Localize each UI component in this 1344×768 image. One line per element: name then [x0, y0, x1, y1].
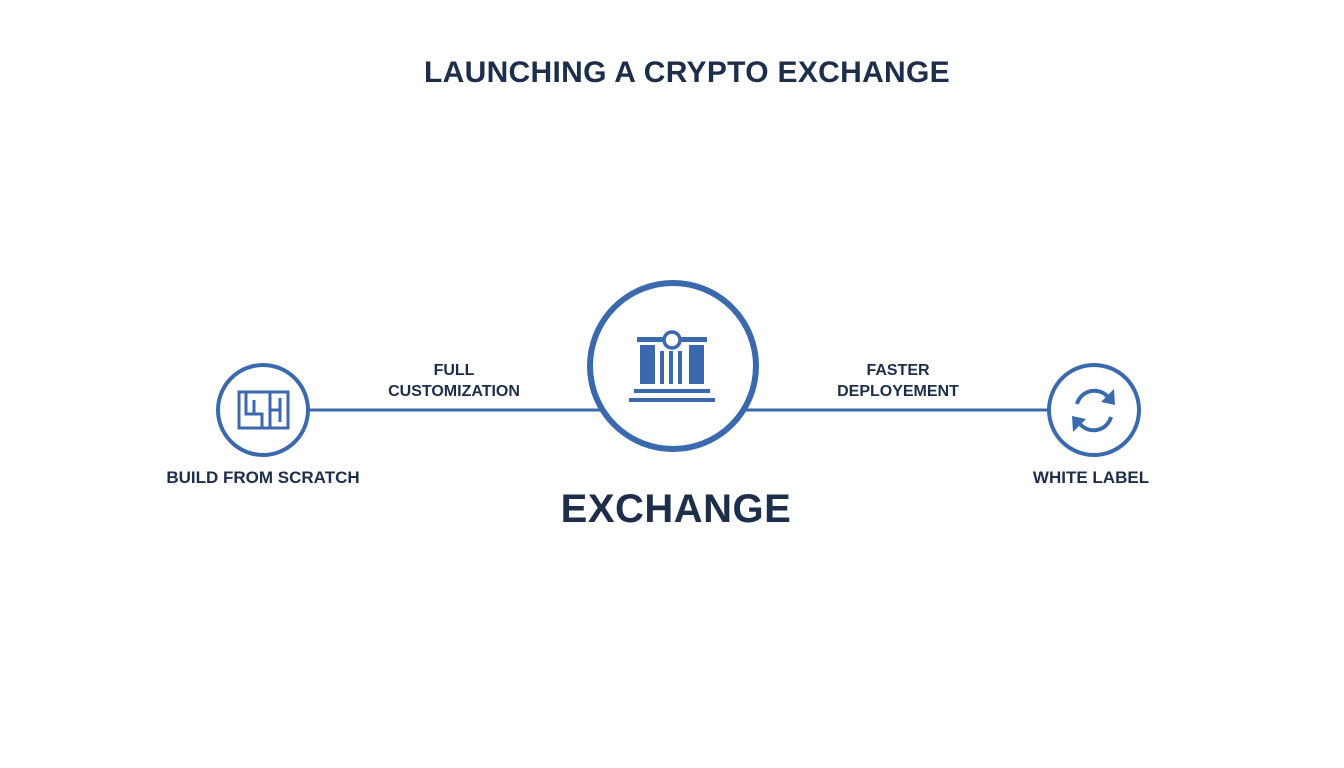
refresh-arrows-icon: [1072, 388, 1115, 433]
edge-label-line-2: CUSTOMIZATION: [388, 383, 520, 400]
bank-building-icon: [629, 330, 715, 402]
diagram-title: LAUNCHING A CRYPTO EXCHANGE: [424, 56, 950, 89]
node-build-from-scratch: [216, 363, 310, 457]
node-exchange: [587, 280, 759, 452]
edge-label-line-2: DEPLOYEMENT: [837, 383, 959, 400]
node-white-label: [1047, 363, 1141, 457]
node-label-build-from-scratch: BUILD FROM SCRATCH: [166, 468, 360, 487]
blueprint-icon: [237, 390, 290, 430]
edge-label-full-customization: FULL CUSTOMIZATION: [354, 360, 554, 402]
node-label-white-label: WHITE LABEL: [1032, 468, 1150, 487]
edge-label-faster-deployement: FASTER DEPLOYEMENT: [798, 360, 998, 402]
diagram-title-wrap: LAUNCHING A CRYPTO EXCHANGE: [0, 56, 1344, 90]
node-label-exchange: EXCHANGE: [560, 487, 792, 531]
edge-label-line-1: FASTER: [866, 362, 930, 379]
edge-label-line-1: FULL: [433, 362, 475, 379]
